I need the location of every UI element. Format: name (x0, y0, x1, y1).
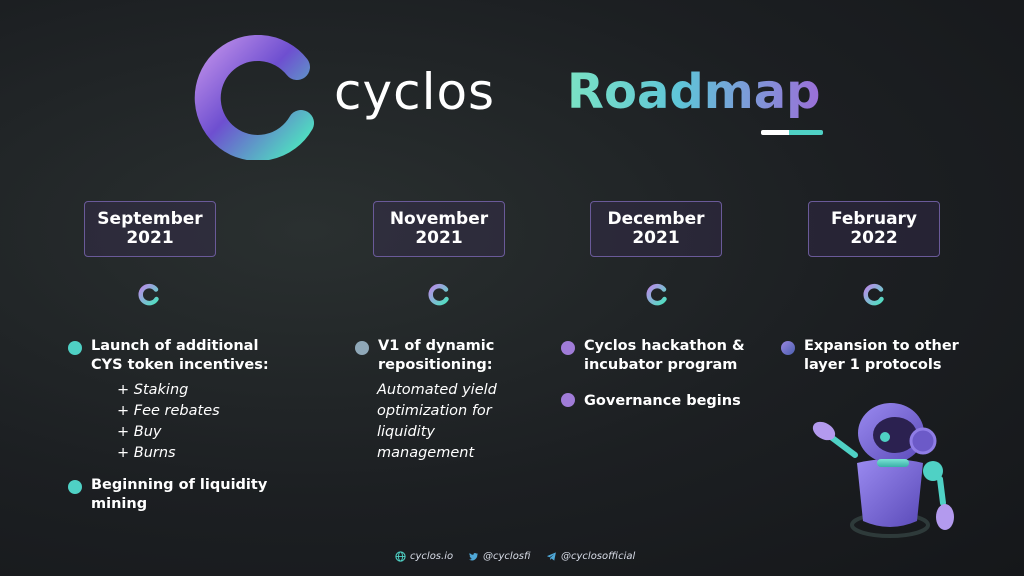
globe-icon (395, 551, 406, 562)
timeline-node-icon (646, 283, 667, 306)
roadmap-item: Launch of additional CYS token incentive… (91, 338, 269, 373)
bullet-icon (781, 341, 795, 355)
roadmap-subitem: + Buy (117, 424, 162, 440)
bullet-icon (561, 393, 575, 407)
title-underline (761, 130, 823, 135)
date-year: 2021 (632, 228, 680, 248)
date-month: November (389, 209, 489, 229)
roadmap-subitem: + Fee rebates (117, 403, 220, 419)
roadmap-subitem: Automated yield optimization for liquidi… (377, 382, 497, 461)
date-year: 2022 (850, 228, 898, 248)
roadmap-item: Beginning of liquidity mining (91, 477, 268, 512)
page-title: Roadmap (567, 64, 821, 120)
telegram-icon (546, 552, 556, 561)
roadmap-item: Governance begins (584, 393, 741, 409)
date-month: September (97, 209, 203, 229)
bullet-icon (68, 341, 82, 355)
date-box-september: September 2021 (84, 201, 216, 257)
date-month: February (830, 209, 918, 229)
timeline-node-icon (138, 283, 159, 306)
date-year: 2021 (415, 228, 463, 248)
roadmap-subitem: + Burns (117, 445, 176, 461)
twitter-handle[interactable]: @cyclosfi (483, 551, 531, 562)
date-year: 2021 (126, 228, 174, 248)
footer-twitter[interactable]: @cyclosfi (468, 551, 530, 562)
roadmap-item: Cyclos hackathon & incubator program (584, 338, 745, 373)
date-box-february: February 2022 (808, 201, 940, 257)
footer-telegram[interactable]: @cyclosofficial (546, 551, 635, 562)
twitter-icon (468, 552, 479, 561)
roadmap-subitem: + Staking (117, 382, 189, 398)
robot-mascot-icon (812, 403, 954, 538)
roadmap-item: V1 of dynamic repositioning: (378, 338, 495, 373)
date-box-december: December 2021 (590, 201, 722, 257)
website-link[interactable]: cyclos.io (410, 551, 454, 562)
timeline-node-icon (428, 283, 449, 306)
date-box-november: November 2021 (373, 201, 505, 257)
footer-website[interactable]: cyclos.io (395, 551, 453, 562)
bullet-icon (355, 341, 369, 355)
timeline (0, 294, 1024, 296)
roadmap-item: Expansion to other layer 1 protocols (804, 338, 959, 373)
timeline-node-icon (863, 283, 884, 306)
telegram-handle[interactable]: @cyclosofficial (561, 551, 636, 562)
brand-name: cyclos (334, 63, 496, 121)
date-month: December (607, 209, 705, 229)
cyclos-logo-icon (194, 35, 314, 160)
bullet-icon (68, 480, 82, 494)
bullet-icon (561, 341, 575, 355)
